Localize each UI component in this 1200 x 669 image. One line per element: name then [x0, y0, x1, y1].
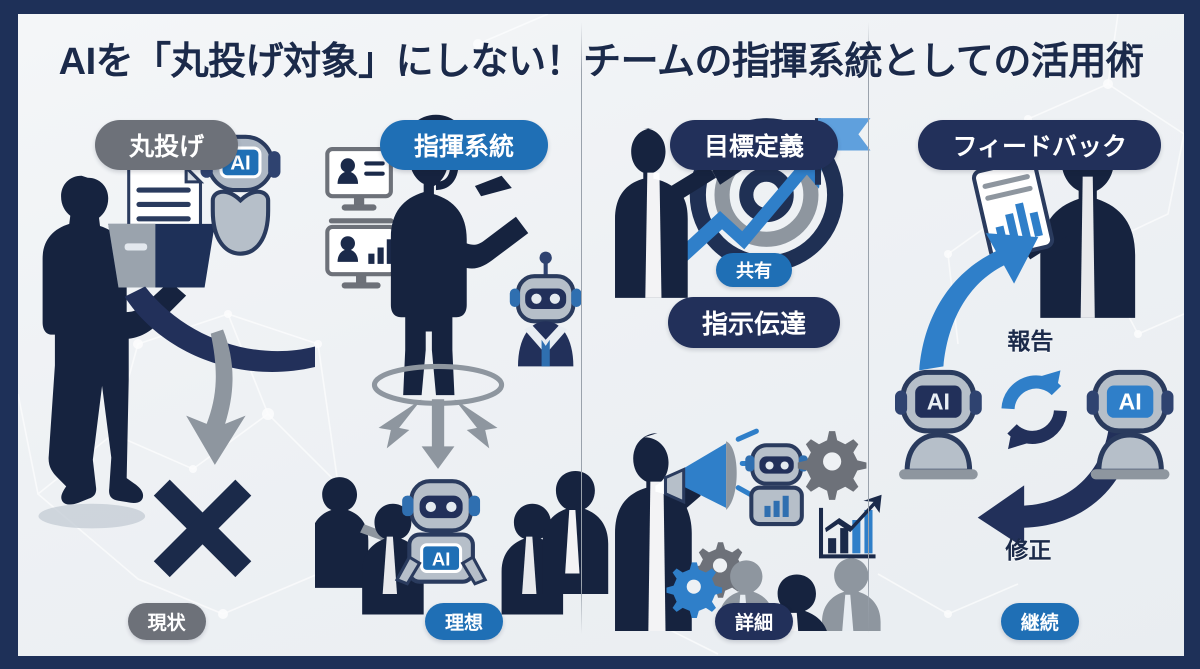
- column-2-footer: 理想: [315, 603, 612, 640]
- ai-robot-right: AI: [1087, 369, 1174, 480]
- ai-badge-text: AI: [230, 152, 250, 175]
- footer-pill-risou[interactable]: 理想: [424, 603, 503, 640]
- column-1-header: 丸投げ: [18, 120, 315, 170]
- x-mark: [153, 479, 252, 578]
- column-marunage: 丸投げ: [18, 106, 316, 656]
- column-3-artwork: [614, 118, 882, 632]
- monitor-profile-icon: [325, 147, 394, 211]
- column-divider-2: [868, 22, 869, 634]
- title-bar: AIを「丸投げ対象」にしない！チームの指揮系統としての活用術: [18, 30, 1184, 85]
- document-box: [108, 163, 215, 288]
- distribution-arrows: [378, 399, 498, 469]
- bar-chart-icon: [818, 494, 882, 559]
- ai-badge-text-2: AI: [432, 548, 450, 569]
- column-3-footer: 詳細: [613, 603, 896, 640]
- ai-robot: AI: [395, 479, 488, 586]
- blue-up-arrow: [919, 233, 1039, 371]
- column-1-footer: 現状: [18, 603, 315, 640]
- footer-pill-shousai[interactable]: 詳細: [715, 603, 794, 640]
- column-4-artwork: AI AI: [895, 128, 1174, 548]
- page-title: AIを「丸投げ対象」にしない！チームの指揮系統としての活用術: [58, 41, 1144, 83]
- column-4-header: フィードバック: [895, 120, 1184, 170]
- columns-container: 丸投げ: [18, 106, 1184, 656]
- gray-down-arrow: [186, 329, 246, 465]
- label-houkoku: 報告: [1007, 328, 1054, 354]
- leader-with-headset: [391, 128, 529, 396]
- robot-chart: [744, 443, 808, 527]
- ai-badge-left-text: AI: [927, 389, 950, 415]
- refresh-cycle-icon: [1001, 370, 1068, 450]
- header-pill-feedback[interactable]: フィードバック: [918, 120, 1161, 170]
- team-members: [315, 470, 609, 615]
- header-pill-shiki-keito[interactable]: 指揮系統: [379, 120, 548, 170]
- gear-icon: [797, 431, 867, 500]
- label-shuusei: 修正: [1005, 537, 1052, 563]
- badge-kyouyuu-wrap: 共有: [613, 253, 896, 287]
- column-2-header: 指揮系統: [315, 120, 612, 170]
- column-shiki-keito: 指揮系統: [315, 106, 612, 656]
- badge-kyouyuu[interactable]: 共有: [716, 253, 793, 287]
- infographic-canvas: AIを「丸投げ対象」にしない！チームの指揮系統としての活用術 丸投げ: [18, 14, 1184, 656]
- header-pill-marunage[interactable]: 丸投げ: [95, 120, 239, 170]
- footer-pill-keizoku[interactable]: 継続: [1000, 603, 1079, 640]
- footer-pill-genjou[interactable]: 現状: [127, 603, 206, 640]
- badge-shiji-dentatsu[interactable]: 指示伝達: [668, 297, 841, 348]
- robot-assistant: [510, 251, 582, 367]
- ai-robot-left: AI: [895, 369, 983, 480]
- column-feedback: フィードバック: [895, 106, 1184, 656]
- column-2-artwork: AI: [315, 114, 609, 615]
- column-4-footer: 継続: [895, 603, 1184, 640]
- growth-arrow: [669, 142, 825, 272]
- badge-shiji-dentatsu-wrap: 指示伝達: [613, 297, 896, 348]
- businessman-pointing: [614, 128, 744, 298]
- column-3-header: 目標定義: [613, 120, 896, 170]
- gear-icon-3: [666, 562, 722, 618]
- monitor-chart-icon: [325, 218, 398, 289]
- ai-badge-right-text: AI: [1119, 389, 1142, 415]
- column-mokuhyou-teigi: 目標定義: [613, 106, 896, 656]
- header-pill-mokuhyou-teigi[interactable]: 目標定義: [670, 120, 839, 170]
- navy-down-arrow: [978, 426, 1136, 548]
- column-divider-1: [581, 22, 582, 634]
- businessman-silhouette: [38, 175, 187, 529]
- column-1-artwork: AI: [38, 134, 316, 578]
